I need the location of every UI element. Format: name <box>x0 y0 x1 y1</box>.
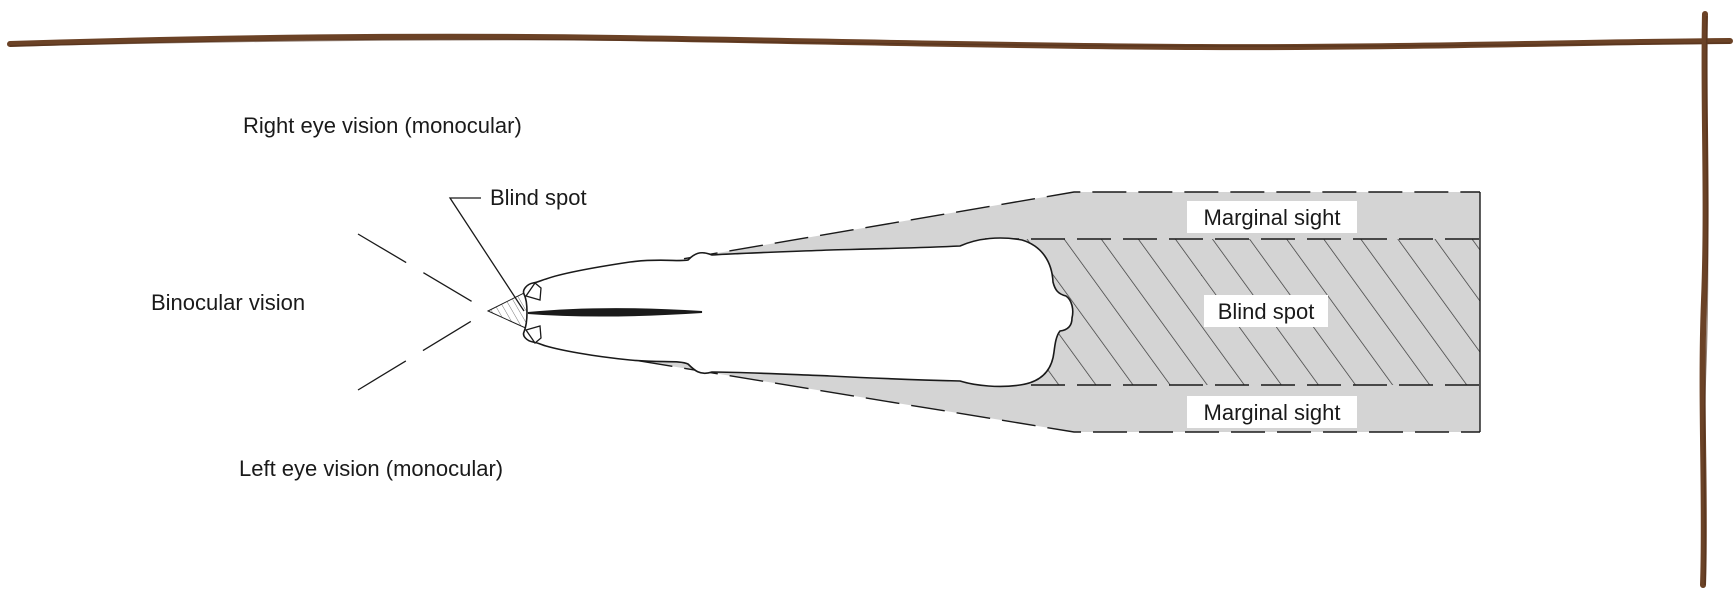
binocular-field-lines <box>358 234 488 390</box>
blind-spot-zone-label: Blind spot <box>1218 299 1315 324</box>
binocular-vision-label: Binocular vision <box>151 290 305 315</box>
binocular-upper-line <box>358 234 488 311</box>
binocular-lower-line <box>358 311 488 390</box>
blind-spot-callout-leader <box>450 198 524 311</box>
marginal-sight-bottom-label: Marginal sight <box>1204 400 1341 425</box>
marginal-sight-top-label: Marginal sight <box>1204 205 1341 230</box>
right-eye-vision-label: Right eye vision (monocular) <box>243 113 522 138</box>
blind-spot-callout-label: Blind spot <box>490 185 587 210</box>
left-eye-vision-label: Left eye vision (monocular) <box>239 456 503 481</box>
